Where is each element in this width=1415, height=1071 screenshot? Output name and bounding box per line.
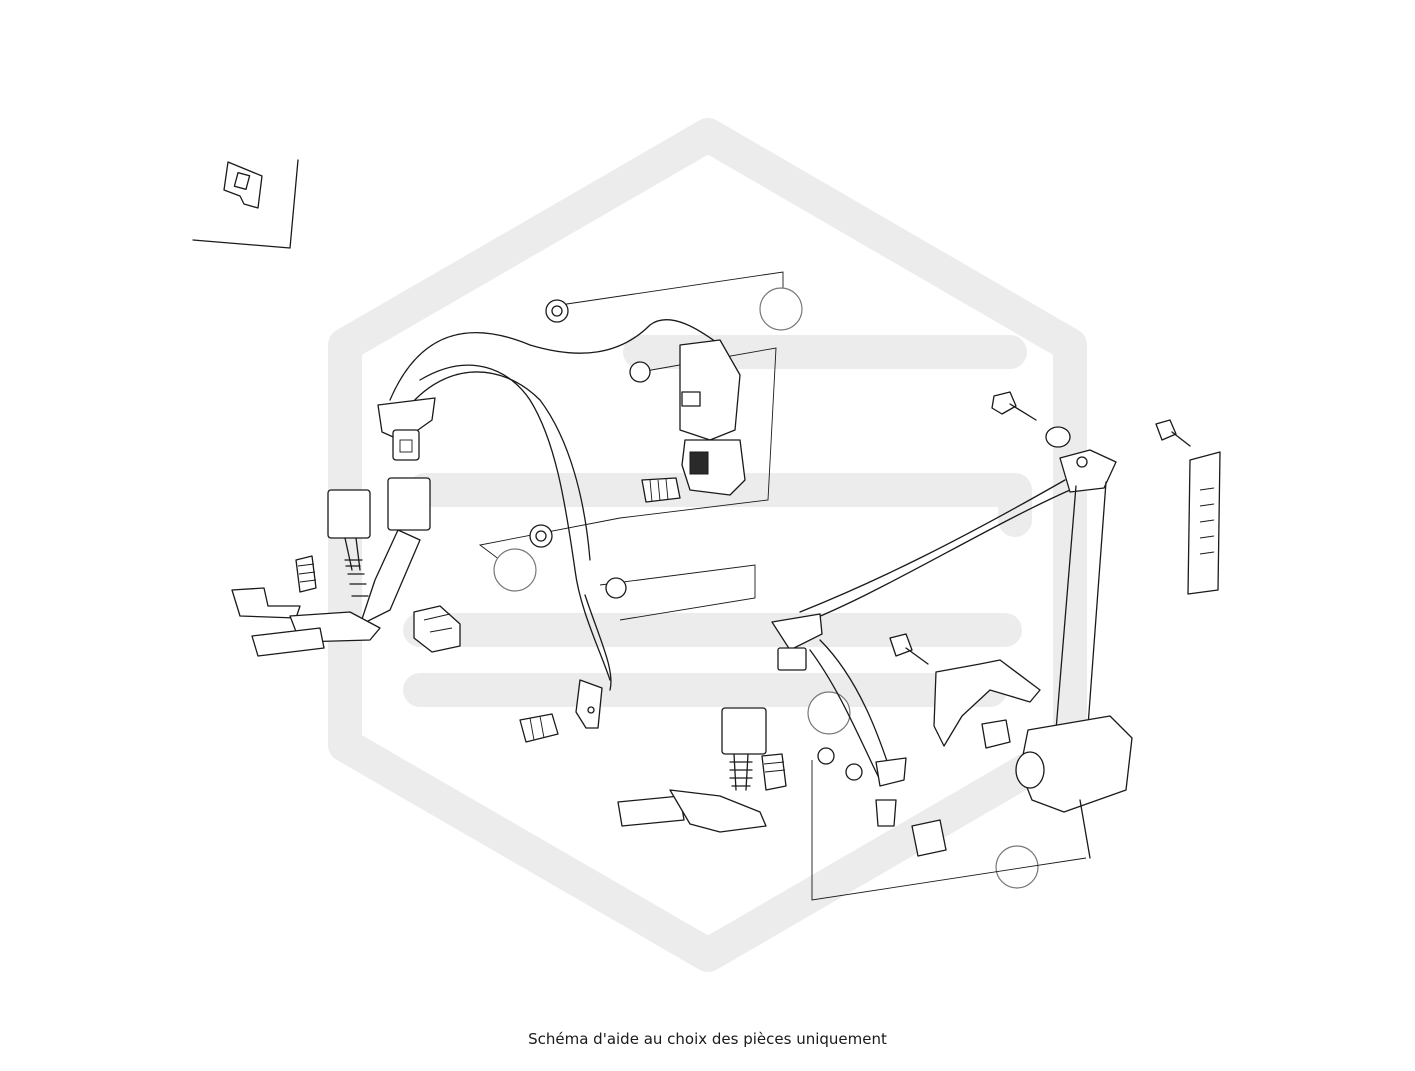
callout-2	[493, 548, 537, 592]
callout-3	[807, 691, 851, 735]
rear-belt-strap	[377, 319, 721, 729]
callouts	[493, 287, 1039, 889]
watermark-logo	[328, 118, 1087, 972]
cover-block	[413, 605, 461, 653]
upper-fasteners	[529, 299, 681, 599]
clip-inset	[192, 159, 299, 249]
front-retractor	[811, 449, 1133, 901]
height-adjuster-rail	[1155, 419, 1221, 595]
disclaimer-caption: Schéma d'aide au choix des pièces unique…	[528, 1030, 887, 1048]
center-buckle-assembly	[617, 707, 787, 833]
front-fasteners	[817, 391, 1071, 857]
callout-1	[759, 287, 803, 331]
lower-bolt-left	[519, 713, 559, 743]
left-buckle-assembly	[231, 477, 431, 657]
callout-4	[995, 845, 1039, 889]
rear-retractor	[679, 339, 746, 496]
front-belt-strap	[771, 479, 1071, 827]
